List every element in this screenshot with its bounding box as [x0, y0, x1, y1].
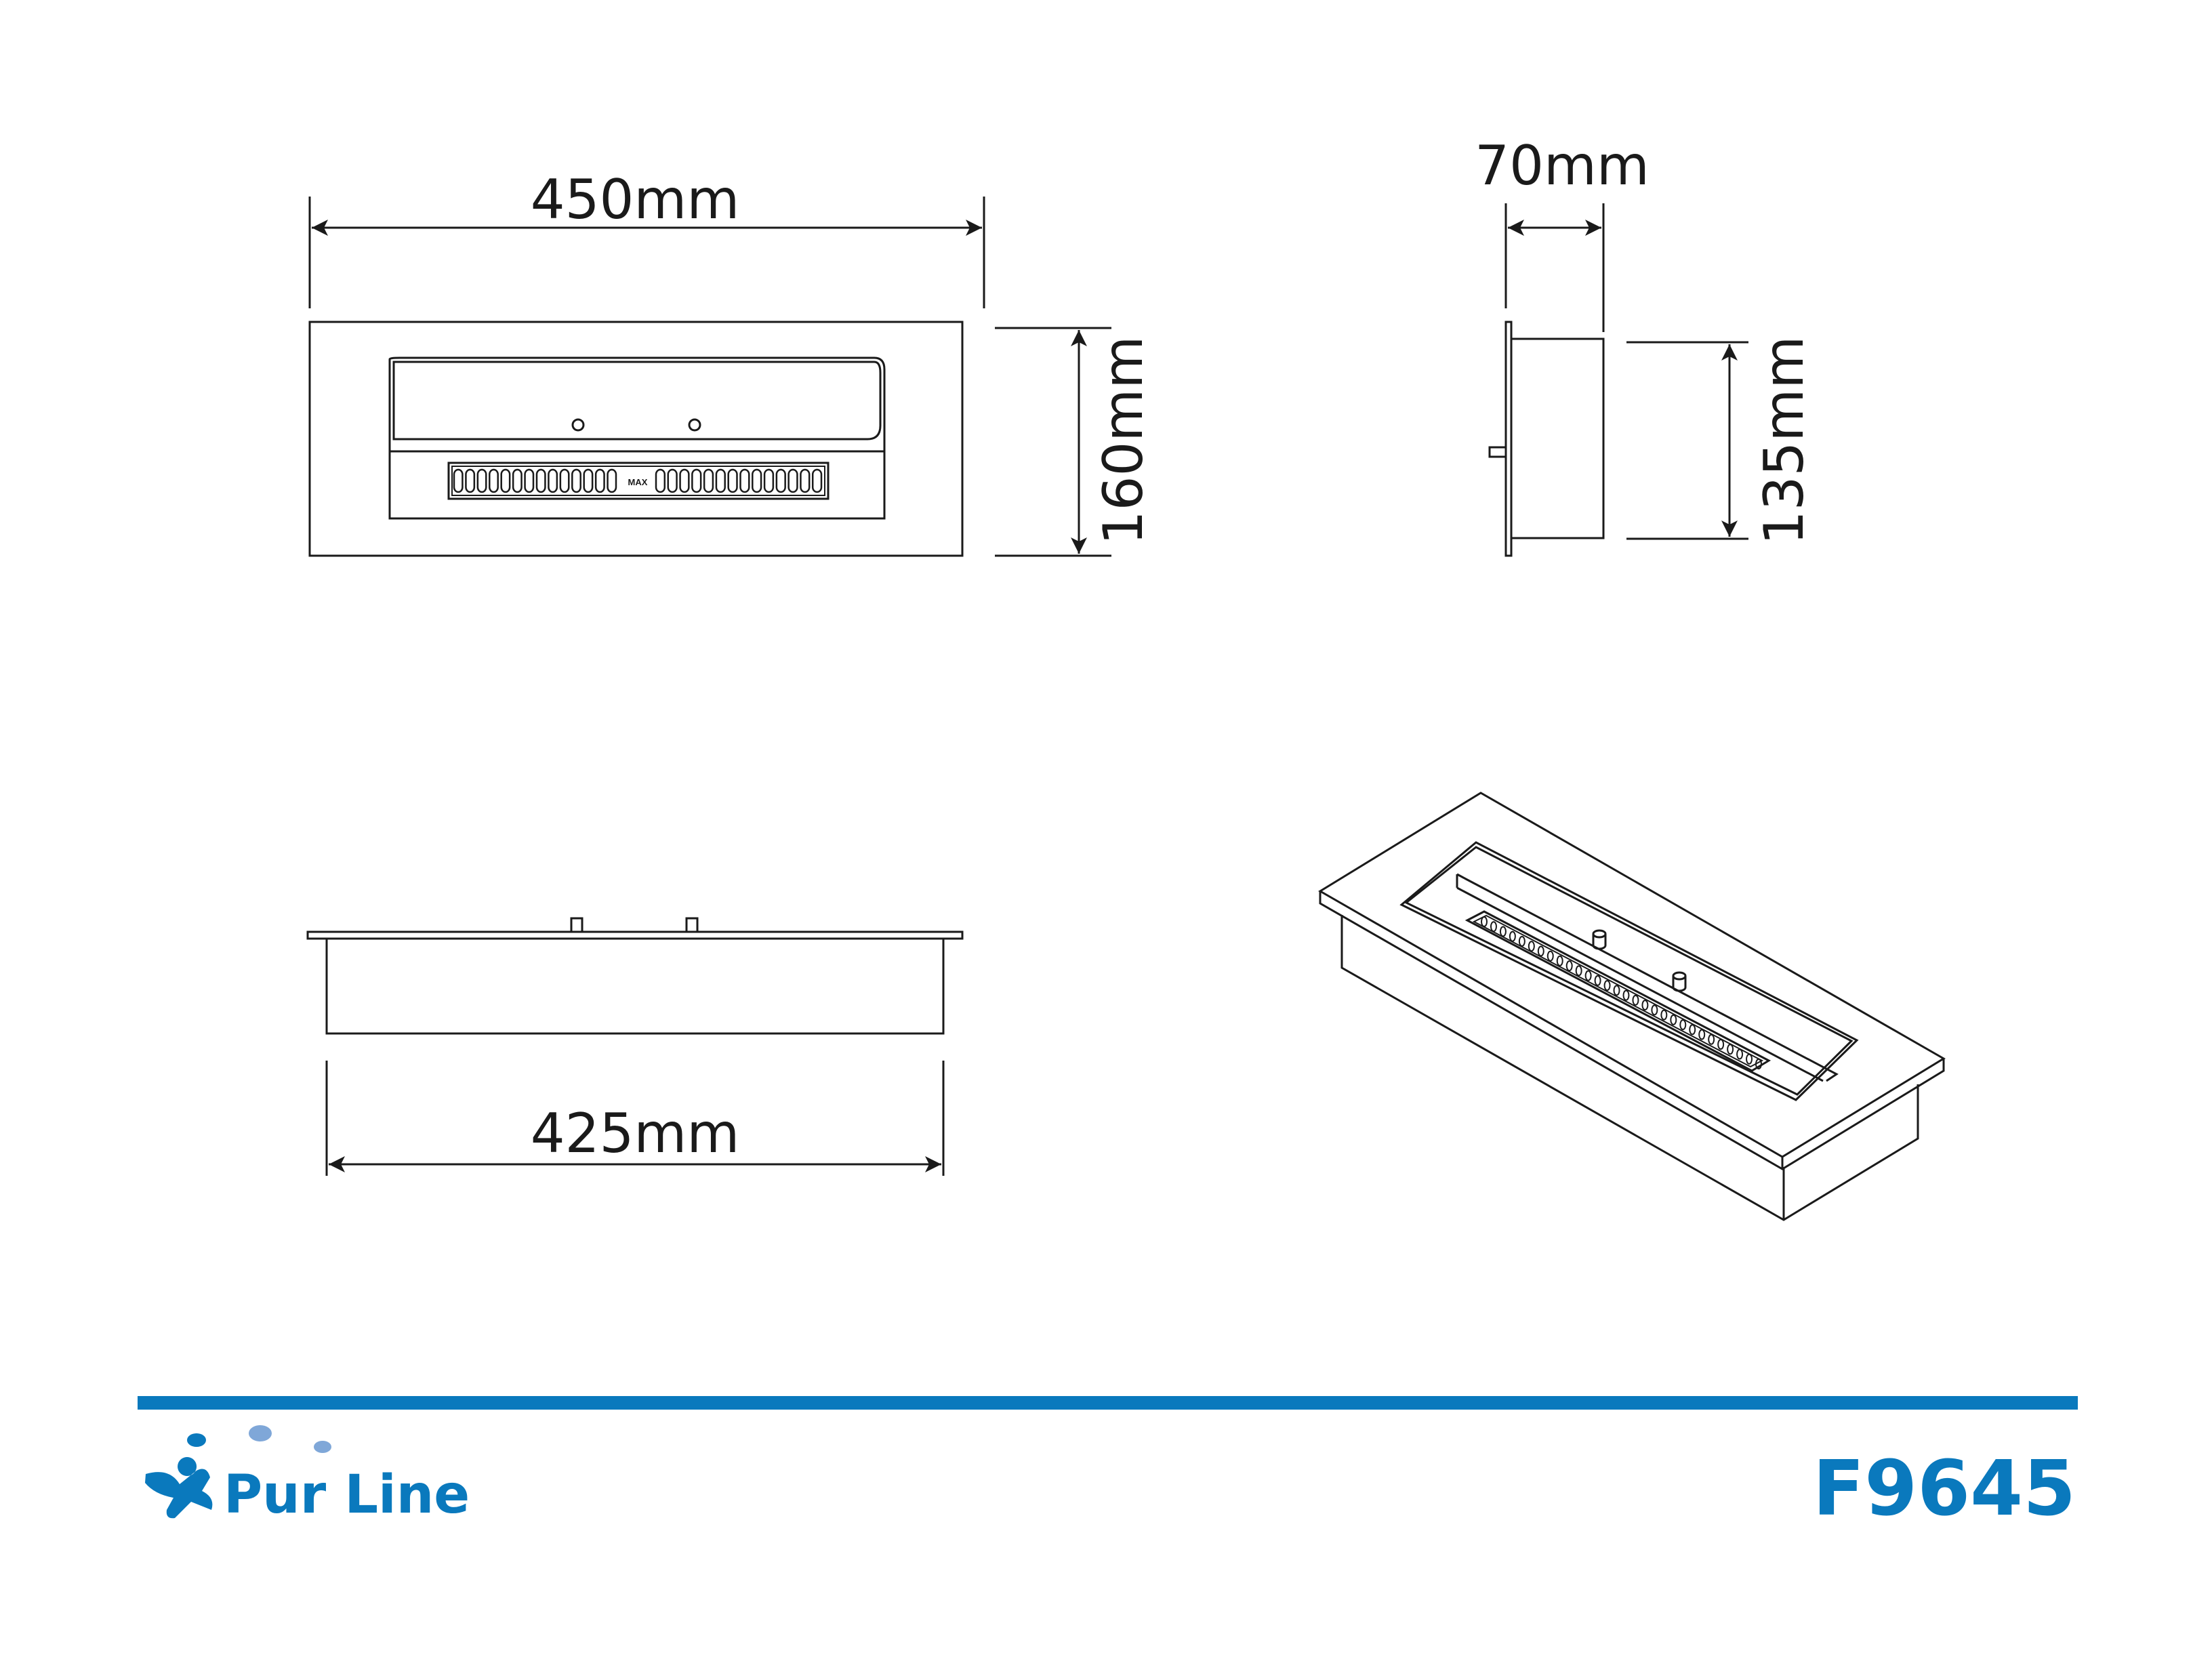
footer: Pur Line F9645 — [138, 1396, 2078, 1533]
iso-knob-icon — [1672, 971, 1687, 981]
front-height-label: 160mm — [1092, 336, 1155, 546]
purline-figure-logo-icon — [145, 1425, 331, 1519]
burner-slot — [691, 468, 702, 493]
burner-slot — [655, 468, 666, 493]
bottom-knob — [685, 917, 699, 933]
burner-slot — [679, 468, 690, 493]
lid-knob-icon — [688, 418, 701, 432]
bottom-width-label: 425mm — [531, 1102, 740, 1165]
iso-burner-slot — [1509, 930, 1516, 942]
iso-burner-slot — [1651, 1004, 1658, 1016]
iso-burner-slot — [1499, 926, 1507, 937]
burner-slot — [476, 468, 487, 493]
logo-figure — [145, 1457, 213, 1519]
burner-slot — [583, 468, 594, 493]
side-body — [1510, 337, 1605, 539]
iso-burner-slot — [1547, 950, 1554, 962]
bottom-view: 425mm — [306, 917, 964, 1176]
iso-burner-slot — [1670, 1014, 1677, 1025]
burner-slot — [559, 468, 570, 493]
front-width-label: 450mm — [531, 168, 740, 231]
burner-slot — [571, 468, 581, 493]
brand-name: Pur Line — [224, 1465, 470, 1525]
burner-slot — [594, 468, 605, 493]
iso-burner-slot — [1689, 1024, 1696, 1036]
isometric-view — [1318, 792, 1946, 1221]
iso-burner-slot — [1575, 965, 1582, 977]
iso-burner-slot — [1481, 916, 1488, 927]
footer-accent-bar — [138, 1396, 2078, 1410]
bottom-knob — [570, 917, 583, 933]
iso-burner-slot — [1518, 935, 1525, 947]
iso-burner-slot — [1603, 980, 1611, 991]
burner-slot — [607, 468, 617, 493]
burner-grille — [447, 462, 830, 500]
burner-slot — [500, 468, 511, 493]
iso-knob-icon — [1592, 929, 1607, 939]
iso-burner-slot — [1698, 1029, 1706, 1040]
iso-burner-slot — [1613, 985, 1620, 996]
burner-slot — [800, 468, 811, 493]
burner-slot — [739, 468, 750, 493]
burner-slot — [763, 468, 775, 493]
burner-slots-left — [453, 468, 617, 493]
iso-burner-slot — [1641, 1000, 1649, 1011]
burner-slot — [453, 468, 464, 493]
front-view: 450mm MAX 160mm — [308, 168, 1155, 557]
burner-slot — [524, 468, 535, 493]
side-view: 70mm 135mm — [1475, 134, 1816, 557]
iso-burner-slot — [1490, 921, 1497, 933]
iso-burner-slot — [1708, 1033, 1715, 1045]
iso-burner-slot — [1755, 1059, 1762, 1069]
bottom-body — [325, 937, 945, 1035]
logo-dot — [314, 1441, 331, 1453]
burner-slot — [535, 468, 546, 493]
iso-burner-slot — [1565, 960, 1573, 972]
iso-burner-slot — [1594, 975, 1601, 986]
iso-burner — [1465, 910, 1771, 1072]
front-plate — [308, 321, 964, 557]
lid-knob-icon — [571, 418, 585, 432]
max-label: MAX — [628, 477, 648, 487]
logo-dot — [187, 1433, 206, 1447]
iso-burner-slot — [1746, 1053, 1753, 1065]
iso-burner-slots — [1481, 916, 1762, 1069]
model-number: F9645 — [1813, 1445, 2076, 1533]
iso-burner-slot — [1584, 970, 1592, 981]
burner-slot — [727, 468, 738, 493]
burner-slot — [489, 468, 499, 493]
iso-burner-slot — [1622, 989, 1630, 1001]
iso-burner-slot — [1679, 1019, 1687, 1031]
burner-slot — [548, 468, 558, 493]
iso-burner-slot — [1556, 955, 1563, 966]
side-depth-label: 70mm — [1475, 134, 1650, 197]
lid-outline — [392, 361, 882, 441]
iso-burner-slot — [1736, 1048, 1744, 1060]
burner-slot — [775, 468, 786, 493]
iso-opening — [1399, 841, 1859, 1101]
burner-slot — [703, 468, 714, 493]
iso-burner-slot — [1537, 945, 1544, 957]
burner-slot — [715, 468, 726, 493]
iso-top-plate — [1318, 792, 1946, 1158]
fuel-opening — [388, 356, 886, 520]
iso-body — [1340, 915, 1919, 1221]
iso-burner-slot — [1660, 1009, 1668, 1021]
side-knob — [1488, 446, 1507, 458]
side-height-label: 135mm — [1753, 336, 1816, 546]
burner-slot — [667, 468, 678, 493]
iso-burner-slot — [1727, 1044, 1734, 1055]
burner-slot — [512, 468, 523, 493]
logo-dot — [249, 1425, 272, 1441]
burner-slot — [752, 468, 762, 493]
iso-burner-slot — [1528, 941, 1535, 952]
burner-slot — [811, 468, 823, 493]
iso-burner-slot — [1632, 994, 1639, 1006]
iso-burner-slot — [1717, 1039, 1725, 1050]
burner-slot — [465, 468, 476, 493]
burner-slot — [787, 468, 798, 493]
burner-slots-right — [655, 468, 823, 493]
